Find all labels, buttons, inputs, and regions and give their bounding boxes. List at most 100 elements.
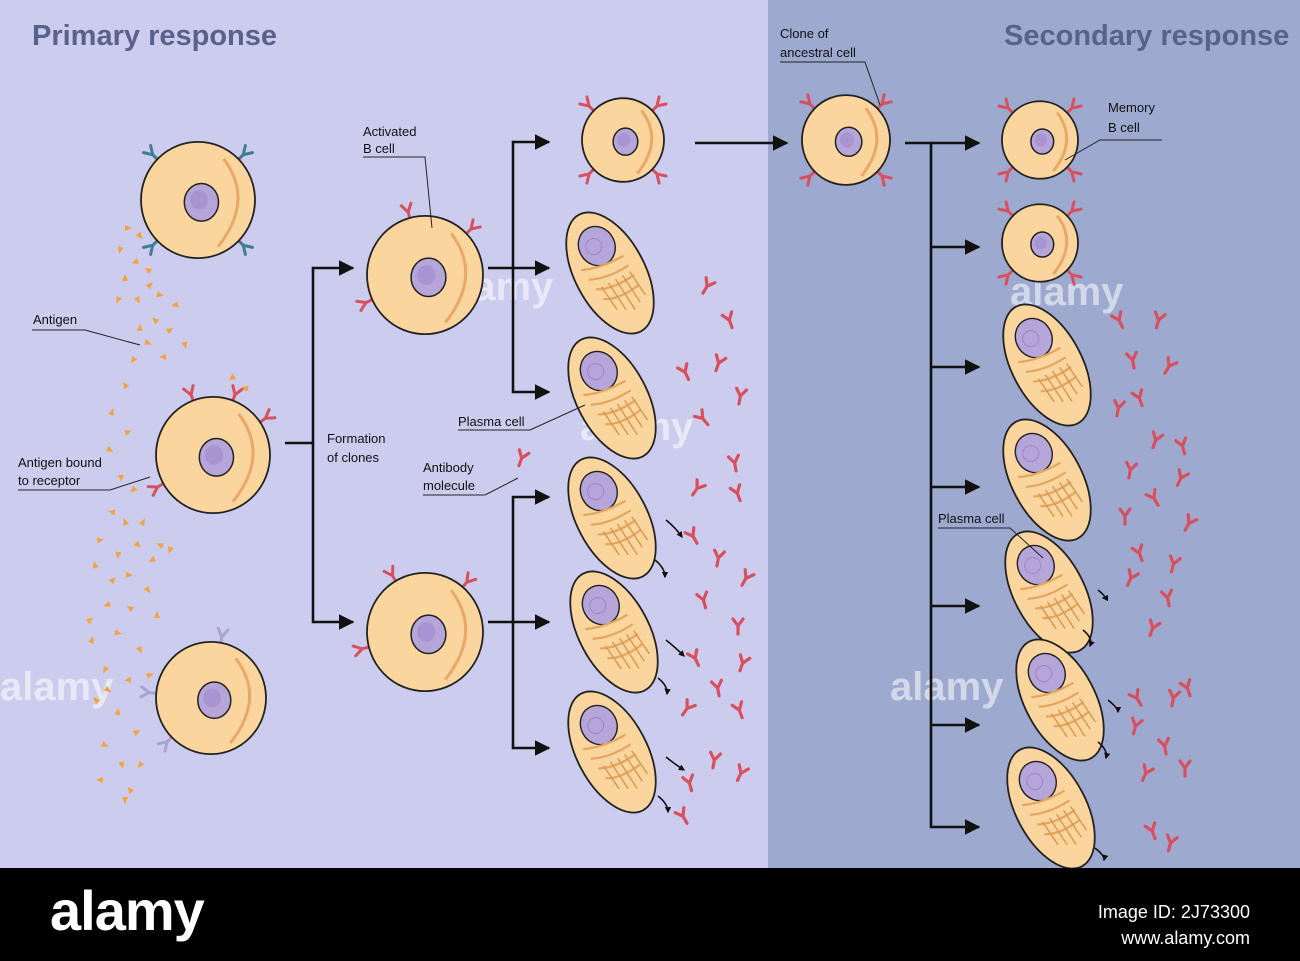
label-antigen: Antigen — [33, 312, 77, 327]
antigen-particle — [123, 518, 129, 526]
antigen-particle — [105, 445, 114, 453]
antigen-particle — [127, 786, 135, 795]
antigens-layer — [85, 225, 249, 804]
cell-membrane-shade — [1052, 111, 1069, 173]
nucleolus — [839, 132, 854, 148]
secretion-arrow — [654, 559, 669, 579]
secretion-arrow — [1107, 699, 1122, 714]
nucleolus — [205, 445, 224, 465]
leader-lines — [18, 61, 1162, 559]
secretion-arrow — [665, 639, 685, 657]
antigen-particle — [117, 246, 124, 254]
nucleolus — [1024, 557, 1042, 575]
er-striations — [1050, 698, 1097, 738]
cell-membrane-shade — [860, 107, 879, 178]
label-formation-2: of clones — [327, 450, 380, 465]
antigen-particle — [125, 571, 133, 578]
leader-line — [32, 329, 141, 346]
label-plasma-cell-secondary: Plasma cell — [938, 511, 1005, 526]
branch-line — [488, 134, 551, 270]
branch-line — [488, 489, 551, 624]
plasma-cell — [565, 211, 655, 335]
antigen-particle — [136, 646, 142, 654]
connectors — [285, 134, 981, 835]
nucleolus — [589, 597, 607, 615]
antigen-particle — [131, 258, 139, 264]
antigen-particle — [181, 341, 188, 349]
nucleolus — [1026, 773, 1044, 791]
footer-brand-logo: alamy — [50, 879, 205, 942]
secondary-response-title: Secondary response — [1004, 20, 1289, 52]
antigen-particle — [88, 636, 94, 644]
antigen-particle — [103, 665, 110, 674]
antigen-particle — [93, 697, 101, 705]
antigen-particle — [241, 385, 249, 392]
nucleolus — [587, 483, 605, 501]
secretion-arrow — [1082, 629, 1095, 648]
clone-of-ancestral-cell — [801, 94, 891, 186]
er-striations — [1041, 806, 1088, 846]
endoplasmic-reticulum — [581, 254, 640, 301]
activated-b-cell — [366, 214, 484, 336]
secretion-arrow — [657, 677, 671, 696]
branch-line — [511, 622, 551, 756]
nucleolus — [1034, 133, 1047, 147]
label-antibody-2: molecule — [423, 478, 475, 493]
antigen-particle — [146, 673, 154, 679]
antigen-particle — [159, 354, 167, 361]
cell-membrane-shade — [231, 413, 255, 503]
antigen-particle — [92, 561, 99, 569]
antigen-particle — [117, 474, 124, 482]
memory-b-cell — [1001, 203, 1079, 283]
nucleolus — [585, 238, 603, 256]
leader-line — [458, 404, 586, 431]
antigen-particle — [125, 225, 132, 231]
primary-response-title: Primary response — [32, 20, 277, 52]
memory-b-cell — [581, 97, 665, 183]
label-formation-1: Formation — [327, 431, 386, 446]
label-activated-2: B cell — [363, 141, 395, 156]
secretion-arrow — [657, 795, 672, 814]
secretion-arrow — [1097, 589, 1109, 602]
antigen-particle — [136, 324, 143, 332]
secretion-arrow — [665, 519, 683, 539]
endoplasmic-reticulum — [1020, 573, 1079, 620]
antigen-particle — [124, 676, 132, 683]
cell-membrane-shade — [1052, 214, 1069, 276]
naive-b-cell — [155, 641, 267, 756]
antigen-particle — [103, 601, 111, 607]
er-striations — [604, 630, 651, 670]
antigen-particle — [135, 231, 143, 240]
plasma-cell — [1002, 303, 1092, 427]
watermark-text: alamy — [890, 665, 1004, 709]
antigen-particle — [108, 408, 114, 416]
antigen-particle — [144, 339, 152, 345]
endoplasmic-reticulum — [583, 379, 642, 426]
antigen-particle — [103, 685, 112, 693]
antigen-particle — [130, 355, 138, 364]
naive-b-cell — [140, 140, 256, 260]
antigen-particle — [132, 730, 141, 737]
endoplasmic-reticulum — [585, 613, 644, 660]
cell-membrane-shade — [636, 109, 654, 175]
plasma-cell — [567, 690, 657, 814]
label-clone-2: ancestral cell — [780, 45, 856, 60]
nucleolus — [1022, 445, 1040, 463]
branch-line — [311, 443, 355, 630]
er-striations — [600, 271, 647, 311]
antigen-particle — [145, 282, 153, 290]
cell-membrane-shade — [444, 589, 468, 681]
branch-line — [511, 268, 551, 400]
label-antigen-bound-1: Antigen bound — [18, 455, 102, 470]
antigen-particle — [122, 381, 130, 390]
antigen-particle — [118, 761, 125, 769]
er-striations — [602, 750, 649, 790]
secretion-arrow — [1094, 847, 1109, 862]
nucleolus — [1034, 236, 1047, 250]
antigen-particle — [148, 555, 157, 562]
label-plasma-cell-primary: Plasma cell — [458, 414, 525, 429]
label-memory-1: Memory — [1108, 100, 1155, 115]
plasma-cell — [567, 456, 657, 580]
